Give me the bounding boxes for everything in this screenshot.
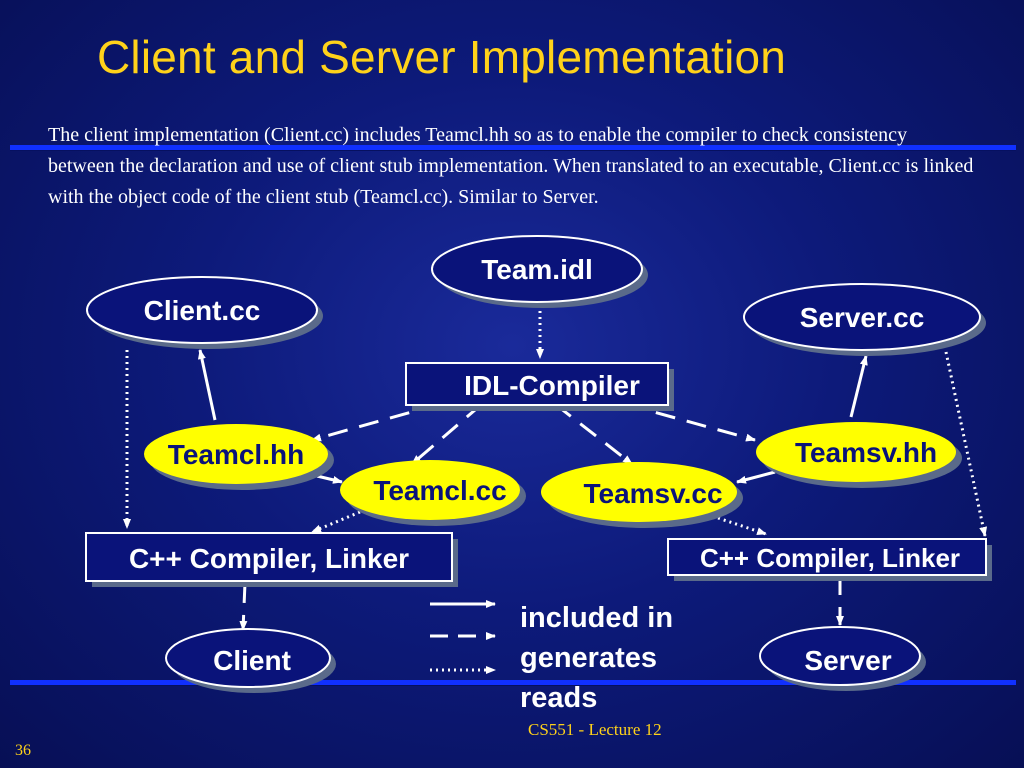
node-team-idl: Team.idl	[431, 235, 648, 308]
node-cpp-compiler-right: C++ Compiler, Linker	[667, 538, 992, 581]
node-client-cc: Client.cc	[86, 276, 323, 349]
arrow-servercc-to-cppright	[944, 351, 988, 537]
node-cpp-compiler-left: C++ Compiler, Linker	[85, 532, 458, 587]
arrow-idl-to-teamclhh	[311, 402, 441, 442]
bottom-rule	[10, 680, 1016, 685]
arrow-idl-to-teamsvhh	[624, 402, 756, 442]
team-idl-label: Team.idl	[481, 254, 593, 285]
legend-reads: reads	[520, 682, 598, 714]
arrow-teamsvcc-to-cppright	[717, 516, 767, 536]
teamcl-cc-label: Teamcl.cc	[373, 475, 506, 506]
top-rule	[10, 145, 1016, 150]
legend-included-in: included in	[520, 602, 674, 634]
arrow-teamclhh-to-clientcc	[197, 349, 217, 421]
teamcl-hh-label: Teamcl.hh	[168, 439, 304, 470]
node-server-cc: Server.cc	[743, 283, 986, 356]
arrow-teamclcc-to-cppleft	[311, 510, 361, 534]
node-teamsv-cc: Teamsv.cc	[541, 462, 743, 528]
node-teamcl-hh: Teamcl.hh	[144, 424, 334, 490]
page-number: 36	[15, 742, 31, 759]
node-server: Server	[759, 626, 926, 691]
slide-title: Client and Server Implementation	[97, 31, 787, 83]
node-idl-compiler: IDL-Compiler	[405, 362, 674, 411]
node-teamcl-cc: Teamcl.cc	[340, 460, 526, 526]
cpp-compiler-right-label: C++ Compiler, Linker	[700, 543, 960, 573]
legend-generates: generates	[520, 642, 658, 674]
arrow-idl-to-teamsvcc	[554, 402, 633, 466]
cpp-compiler-left-label: C++ Compiler, Linker	[129, 543, 409, 574]
teamsv-hh-label: Teamsv.hh	[795, 437, 937, 468]
client-label: Client	[213, 645, 291, 676]
arrow-teamsvhh-to-teamsvcc	[736, 470, 776, 484]
idl-compiler-label: IDL-Compiler	[464, 370, 640, 401]
description-paragraph: The client implementation (Client.cc) in…	[48, 124, 974, 208]
node-teamsv-hh: Teamsv.hh	[756, 422, 962, 488]
server-label: Server	[804, 645, 891, 676]
legend-labels: included in generates reads	[520, 598, 673, 718]
client-cc-label: Client.cc	[144, 295, 261, 326]
arrow-cppleft-to-client	[239, 582, 248, 631]
slide-footer: CS551 - Lecture 12	[528, 720, 662, 739]
teamsv-cc-label: Teamsv.cc	[583, 478, 722, 509]
server-cc-label: Server.cc	[800, 302, 925, 333]
arrow-teamsvhh-to-servercc	[849, 355, 868, 418]
arrow-idl-to-teamclcc	[411, 402, 483, 466]
node-client: Client	[165, 628, 336, 693]
